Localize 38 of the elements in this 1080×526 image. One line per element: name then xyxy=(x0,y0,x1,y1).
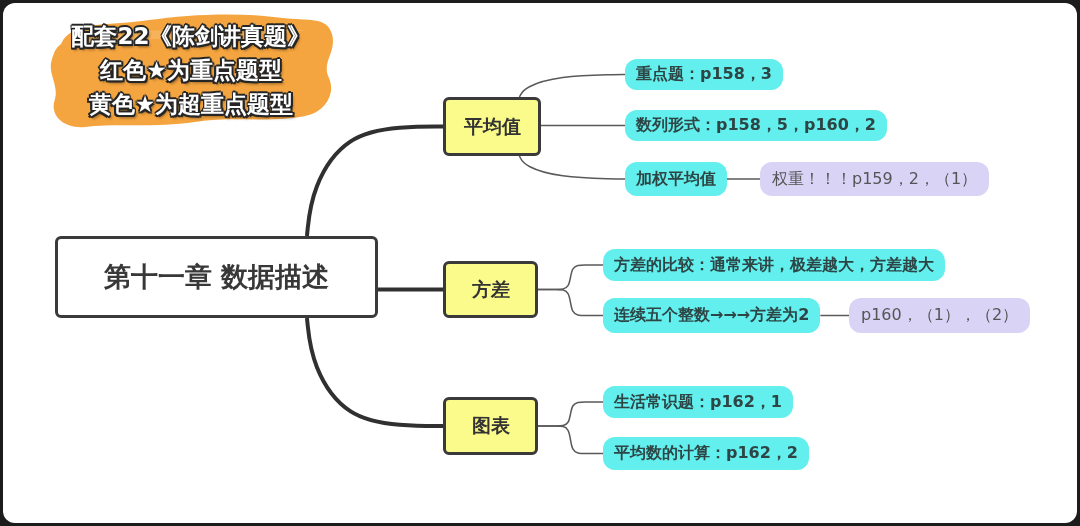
subtopic-pill xyxy=(625,110,887,141)
branch-box xyxy=(443,261,538,318)
connector-line xyxy=(518,155,626,180)
note-text: 黄色★为超重点题型 xyxy=(88,90,294,119)
subtopic-label: 方差的比较：通常来讲，极差越大，方差越大 xyxy=(614,254,934,276)
connector-line xyxy=(537,425,604,455)
subtopic-label: 重点题：p158，3 xyxy=(636,64,772,85)
topic-box xyxy=(55,236,378,318)
branch-label: 图表 xyxy=(471,413,510,438)
subtopic-pill xyxy=(603,249,945,281)
connector-line xyxy=(819,314,850,317)
subtopic-pill xyxy=(603,437,809,470)
subtopic-label: 数列形式：p158，5，p160，2 xyxy=(636,115,876,136)
subtopic-pill xyxy=(625,59,783,90)
branch-box xyxy=(443,397,538,455)
connector-line xyxy=(540,124,626,127)
subtopic-label: 连续五个整数→→→方差为2 xyxy=(614,305,810,326)
subtopic-pill xyxy=(625,162,727,196)
branch-box xyxy=(443,97,541,156)
connector-line xyxy=(304,317,443,428)
branch-label: 平均值 xyxy=(463,113,521,139)
connector-line xyxy=(304,124,443,237)
connector-line xyxy=(537,288,604,317)
subtopic-pill xyxy=(603,298,821,333)
note-pill xyxy=(849,298,1031,333)
topic-label: 第十一章 数据描述 xyxy=(103,260,330,294)
connector-line xyxy=(518,73,626,98)
subtopic-label: 生活常识题：p162，1 xyxy=(614,391,782,413)
subtopic-label: 平均数的计算：p162，2 xyxy=(614,443,798,464)
note-label: 权重！！！p159，2，（1） xyxy=(772,168,978,190)
branch-label: 方差 xyxy=(471,276,510,302)
note-pill xyxy=(760,162,990,196)
subtopic-pill xyxy=(603,386,793,418)
connector-line xyxy=(378,287,443,292)
note-text: 红色★为重点题型 xyxy=(100,56,282,85)
note-label: p160，（1），（2） xyxy=(861,305,1019,326)
connector-line xyxy=(726,178,761,180)
subtopic-label: 加权平均值 xyxy=(636,168,716,190)
